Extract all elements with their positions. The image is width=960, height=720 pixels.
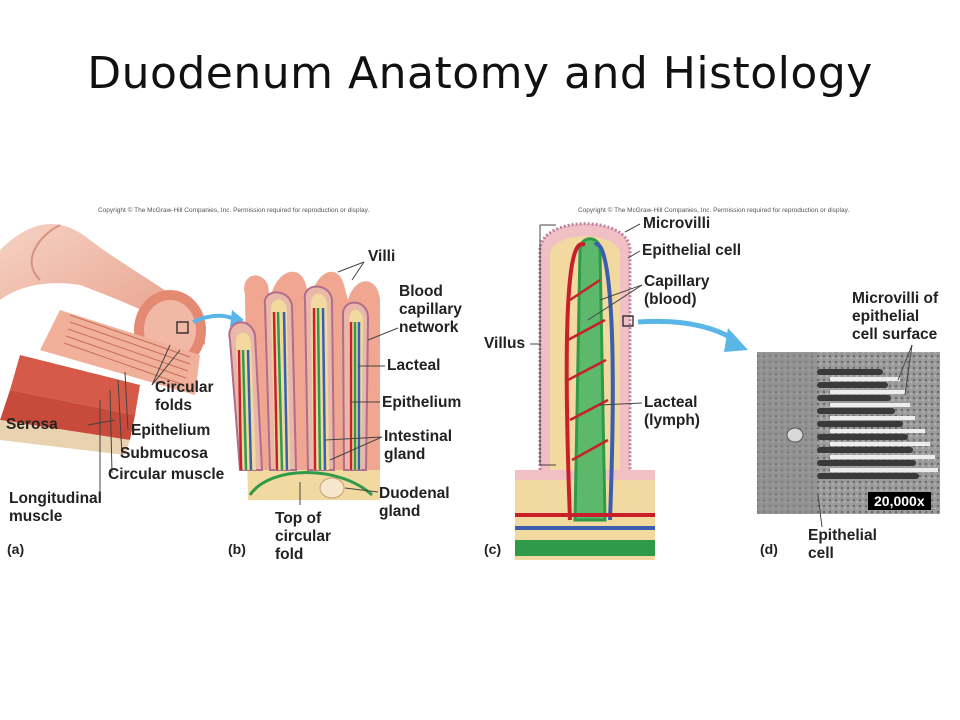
panel-a-intestine-illustration xyxy=(0,223,244,495)
panel-letter-c: (c) xyxy=(484,541,502,557)
label-lacteal-lymph: Lacteal (lymph) xyxy=(644,394,700,429)
panel-letter-d: (d) xyxy=(760,541,778,557)
label-longitudinal-muscle: Longitudinal muscle xyxy=(9,490,102,525)
panel-d-micrograph xyxy=(757,344,940,528)
label-circular-folds: Circular folds xyxy=(155,379,214,415)
label-serosa: Serosa xyxy=(6,416,58,433)
label-epithelium-b: Epithelium xyxy=(382,394,462,411)
label-microvilli-surface: Microvilli of epithelial cell surface xyxy=(852,290,939,343)
label-epithelial-cell-d: Epithelial cell xyxy=(808,527,877,562)
copyright-left: Copyright © The McGraw-Hill Companies, I… xyxy=(98,207,370,214)
panel-b-villi-illustration xyxy=(228,261,399,505)
label-blood-capillary-network: Blood capillary network xyxy=(399,283,462,336)
panel-letter-b: (b) xyxy=(228,541,246,557)
panel-letter-a: (a) xyxy=(7,541,25,557)
label-duodenal-gland: Duodenal gland xyxy=(379,485,450,520)
label-villus: Villus xyxy=(484,335,526,352)
slide-title: Duodenum Anatomy and Histology xyxy=(87,48,873,99)
magnification-badge: 20,000x xyxy=(868,492,931,510)
label-villi: Villi xyxy=(368,248,396,265)
label-top-of-circular-fold: Top of circular fold xyxy=(275,510,332,563)
panel-c-villus-illustration xyxy=(515,222,748,560)
label-intestinal-gland: Intestinal gland xyxy=(384,428,453,463)
label-microvilli: Microvilli xyxy=(643,215,711,232)
label-epithelial-cell-c: Epithelial cell xyxy=(642,242,742,259)
label-capillary-blood: Capillary (blood) xyxy=(644,273,710,308)
label-epithelium-a: Epithelium xyxy=(131,422,211,439)
label-circular-folds-text: Circular folds xyxy=(155,379,214,414)
label-submucosa: Submucosa xyxy=(120,445,208,462)
label-lacteal-b: Lacteal xyxy=(387,357,441,374)
label-circular-muscle: Circular muscle xyxy=(108,466,225,483)
copyright-right: Copyright © The McGraw-Hill Companies, I… xyxy=(578,207,850,214)
